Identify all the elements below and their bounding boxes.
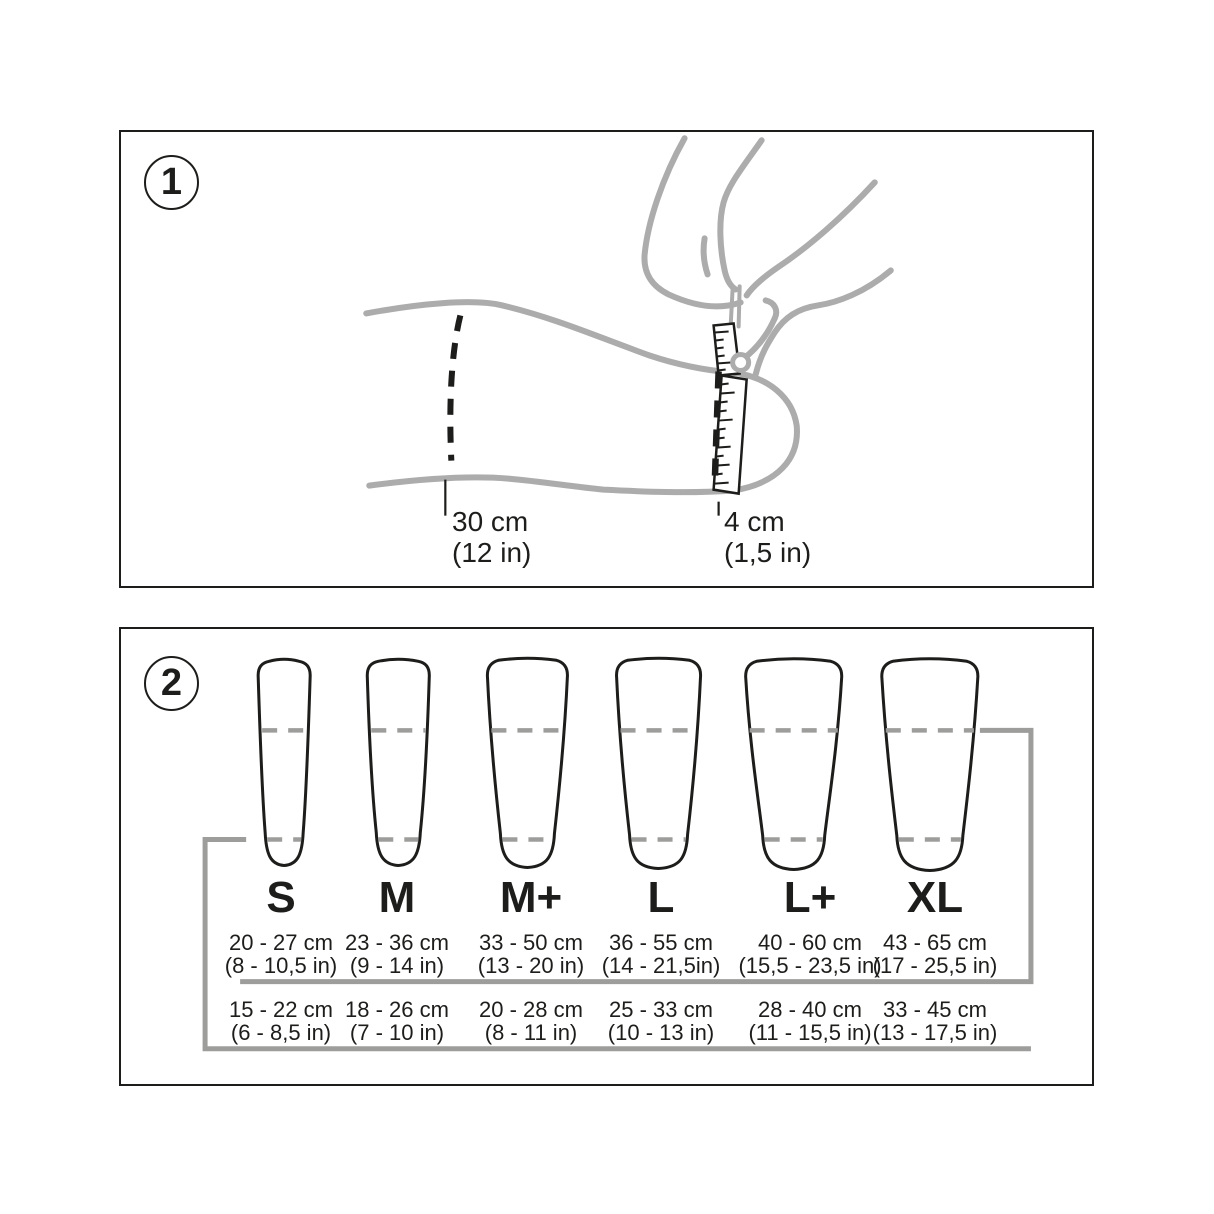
size-label-m: M xyxy=(378,873,416,922)
bracket-lines xyxy=(202,727,1034,1052)
size-m-lower-cm: 18 - 26 cm xyxy=(345,997,449,1022)
size-m-plus-upper-in: (13 - 20 in) xyxy=(477,953,585,978)
step-1-badge: 1 xyxy=(144,155,199,210)
size-m-upper-cm: 23 - 36 cm xyxy=(345,930,449,955)
size-l-plus-lower-in: (11 - 15,5 in) xyxy=(748,1020,872,1045)
size-m-plus-upper-cm: 33 - 50 cm xyxy=(479,930,583,955)
size-label-l: L xyxy=(647,873,675,922)
size-m-plus-lower-in: (8 - 11 in) xyxy=(484,1020,578,1045)
limb-outline xyxy=(363,299,800,496)
size-chart-graphics xyxy=(202,656,1034,1052)
step-1-panel: 1 30 cm (12 in) 4 cm (1,5 in) xyxy=(119,130,1094,588)
upper-row-bracket xyxy=(240,727,1034,985)
sleeve-size-m xyxy=(365,657,431,868)
step-2-badge: 2 xyxy=(144,656,199,711)
size-s-upper-in: (8 - 10,5 in) xyxy=(224,953,338,978)
size-label-s: S xyxy=(266,873,296,922)
sleeves xyxy=(256,656,980,873)
circumference-metric: 30 cm xyxy=(452,506,529,537)
sleeve-size-m-plus xyxy=(485,656,569,870)
size-s-upper-cm: 20 - 27 cm xyxy=(229,930,333,955)
size-xl-upper-cm: 43 - 65 cm xyxy=(883,930,987,955)
measuring-tape-lower xyxy=(712,374,748,496)
width-dash-line xyxy=(711,371,722,487)
sleeve-size-l-plus xyxy=(744,657,844,872)
size-m-upper-in: (9 - 14 in) xyxy=(349,953,445,978)
hand-illustration xyxy=(641,135,894,378)
sleeve-dash-lines xyxy=(262,728,974,842)
size-xl-lower-cm: 33 - 45 cm xyxy=(883,997,987,1022)
width-measurement-label: 4 cm (1,5 in) xyxy=(724,506,811,568)
circumference-measurement-label: 30 cm (12 in) xyxy=(452,506,531,568)
lower-row-bracket xyxy=(202,836,1031,1052)
circumference-dash-line xyxy=(447,314,464,461)
step-2-number: 2 xyxy=(160,662,183,704)
size-l-lower-cm: 25 - 33 cm xyxy=(609,997,713,1022)
sleeve-size-xl xyxy=(880,657,980,873)
measuring-illustration xyxy=(363,135,894,516)
width-metric: 4 cm xyxy=(724,506,785,537)
sleeve-size-l xyxy=(615,656,703,871)
size-label-l-plus: L+ xyxy=(783,873,837,922)
size-label-xl: XL xyxy=(906,873,964,922)
width-imperial: (1,5 in) xyxy=(724,537,812,568)
size-m-lower-in: (7 - 10 in) xyxy=(349,1020,445,1045)
size-l-plus-lower-cm: 28 - 40 cm xyxy=(758,997,862,1022)
step-1-number: 1 xyxy=(160,161,183,203)
size-l-plus-upper-cm: 40 - 60 cm xyxy=(758,930,862,955)
size-l-upper-cm: 36 - 55 cm xyxy=(609,930,713,955)
sleeve-size-s xyxy=(256,657,312,868)
size-l-lower-in: (10 - 13 in) xyxy=(607,1020,715,1045)
size-s-lower-cm: 15 - 22 cm xyxy=(229,997,333,1022)
size-l-upper-in: (14 - 21,5in) xyxy=(601,953,721,978)
leader-lines xyxy=(444,479,720,516)
size-label-m-plus: M+ xyxy=(499,873,563,922)
size-s-lower-in: (6 - 8,5 in) xyxy=(230,1020,332,1045)
size-l-plus-upper-in: (15,5 - 23,5 in) xyxy=(738,953,882,978)
step-2-panel: 2 S 20 - 27 cm (8 - 10,5 in) 15 - 22 cm … xyxy=(119,627,1094,1086)
size-xl-lower-in: (13 - 17,5 in) xyxy=(872,1020,998,1045)
size-xl-upper-in: (17 - 25,5 in) xyxy=(872,953,998,978)
circumference-imperial: (12 in) xyxy=(452,537,532,568)
fingertip xyxy=(730,351,752,374)
size-m-plus-lower-cm: 20 - 28 cm xyxy=(479,997,583,1022)
